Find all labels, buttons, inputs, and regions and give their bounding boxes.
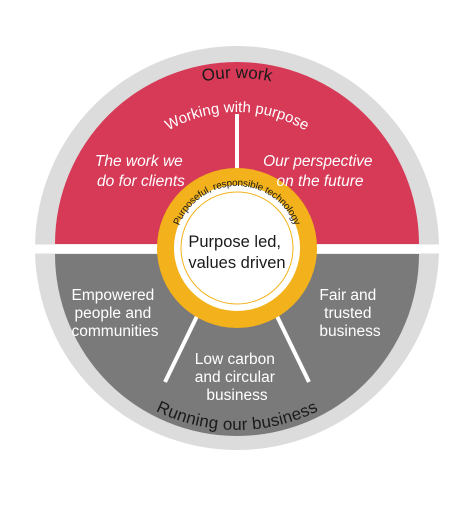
bottom-right-divider: [272, 309, 311, 383]
work-for-clients-label: The work we do for clients: [95, 153, 187, 190]
purpose-led-values-driven-label: Purpose led, values driven: [188, 233, 285, 272]
bottom-half-segment: [55, 254, 419, 436]
empowered-people-label: Empowered people and communities: [71, 287, 158, 340]
bottom-left-divider: [163, 309, 202, 383]
low-carbon-business-label: Low carbon and circular business: [195, 351, 279, 404]
fair-trusted-business-label: Fair and trusted business: [319, 287, 380, 340]
our-work-label: Our work: [200, 63, 274, 86]
core-center-disc: [180, 191, 294, 305]
perspective-on-future-label: Our perspective on the future: [263, 153, 377, 190]
